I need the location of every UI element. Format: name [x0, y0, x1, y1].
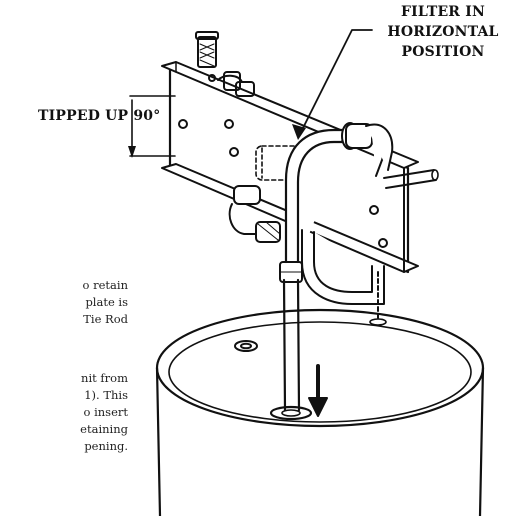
down-arrow-icon	[308, 364, 328, 417]
filter-label: FILTER IN HORIZONTAL POSITION	[368, 2, 518, 62]
handle	[383, 169, 439, 189]
text-line: pening.	[84, 439, 128, 453]
text-fragment-2: nit from 1). This o insert etaining peni…	[0, 370, 128, 455]
tipped-label: TIPPED UP 90°	[38, 108, 161, 124]
angle-indicator	[128, 95, 176, 158]
hose-fitting	[195, 31, 255, 97]
text-line: etaining	[80, 422, 128, 436]
filter-label-line3: POSITION	[401, 44, 485, 60]
suction-tube	[269, 261, 313, 421]
text-line: plate is	[85, 295, 128, 309]
filter-label-line2: HORIZONTAL	[387, 24, 499, 40]
elbow-pipe	[284, 122, 394, 264]
text-line: o insert	[83, 405, 129, 419]
drum	[155, 308, 485, 516]
text-line: nit from	[81, 371, 128, 385]
filter-label-line1: FILTER IN	[401, 4, 485, 20]
text-line: 1). This	[84, 388, 128, 402]
text-line: o retain	[82, 278, 128, 292]
lower-fittings	[228, 185, 387, 326]
text-fragment-1: o retain plate is Tie Rod	[0, 277, 128, 328]
drum-bung	[234, 340, 258, 352]
text-line: Tie Rod	[83, 312, 128, 326]
filter-leader	[292, 29, 373, 140]
